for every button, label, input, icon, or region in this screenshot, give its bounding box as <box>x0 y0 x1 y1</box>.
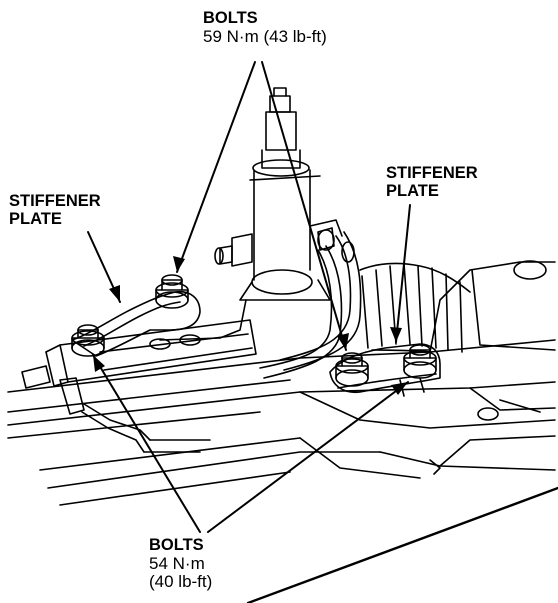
rack-housing <box>21 319 257 453</box>
panel-edge <box>246 486 558 603</box>
stiffener-plate-right <box>329 343 441 397</box>
leader-lines <box>87 61 411 533</box>
subframe <box>7 260 556 506</box>
label-bolts-59: BOLTS 59 N·m (43 lb-ft) <box>203 9 327 46</box>
leader-bottom-to-right-bolt <box>207 381 409 533</box>
label-stiffener-left-line2: PLATE <box>9 209 62 228</box>
steering-gearbox <box>214 87 355 301</box>
label-stiffener-right-line1: STIFFENER <box>386 164 478 182</box>
label-bolts-59-spec: 59 N·m (43 lb-ft) <box>203 26 327 46</box>
label-stiffener-right-line2: PLATE <box>386 181 439 200</box>
hydraulic-lines <box>159 231 362 379</box>
arrowheads <box>93 256 408 395</box>
bolt-left-upper <box>155 274 189 309</box>
bolt-left-lower <box>71 324 105 357</box>
bolt-right-1 <box>335 352 369 387</box>
leader-right-plate <box>395 204 411 343</box>
leader-top-to-right-bolt <box>261 61 347 351</box>
label-bolts-54-spec1: 54 N·m <box>149 553 205 573</box>
label-bolts-54: BOLTS 54 N·m (40 lb-ft) <box>149 536 213 592</box>
rack-boot <box>359 262 471 353</box>
leader-bottom-to-left-bolt <box>92 354 201 533</box>
leader-top-to-left-bolt <box>176 61 256 273</box>
bolt-right-2 <box>403 344 437 379</box>
label-stiffener-plate-right: STIFFENER PLATE <box>386 164 478 201</box>
label-stiffener-plate-left: STIFFENER PLATE <box>9 192 101 229</box>
stiffener-plate-left <box>71 290 201 357</box>
label-stiffener-left-line1: STIFFENER <box>9 192 101 210</box>
label-bolts-54-spec2: (40 lb-ft) <box>149 572 213 592</box>
label-bolts-54-title: BOLTS <box>149 536 204 554</box>
label-bolts-59-title: BOLTS <box>203 9 258 27</box>
